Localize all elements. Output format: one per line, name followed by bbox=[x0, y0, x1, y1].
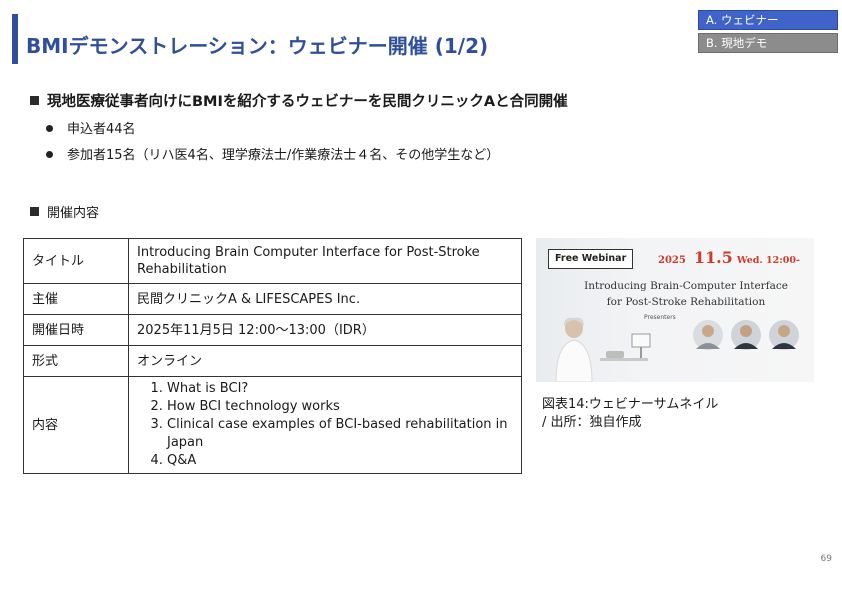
list-item: Clinical case examples of BCI-based reha… bbox=[167, 416, 513, 452]
tag-onsite-demo[interactable]: B. 現地デモ bbox=[698, 33, 838, 53]
table-key-cell: 開催日時 bbox=[23, 314, 129, 346]
table-key-cell: 主催 bbox=[23, 283, 129, 315]
event-details-table: タイトル Introducing Brain Computer Interfac… bbox=[23, 238, 522, 474]
caption-line2: / 出所：独自作成 bbox=[542, 415, 642, 430]
table-value-cell: Introducing Brain Computer Interface for… bbox=[128, 238, 522, 284]
free-webinar-badge: Free Webinar bbox=[548, 249, 634, 269]
table-value-cell: オンライン bbox=[128, 345, 522, 377]
table-key-cell: 内容 bbox=[23, 376, 129, 474]
section-tags: A. ウェビナー B. 現地デモ bbox=[698, 10, 838, 56]
list-item: What is BCI? bbox=[167, 380, 513, 398]
thumbnail-year: 2025 bbox=[658, 255, 686, 266]
table-value-cell: What is BCI? How BCI technology works Cl… bbox=[128, 376, 522, 474]
page-number: 69 bbox=[820, 554, 832, 564]
list-item: Q&A bbox=[167, 452, 513, 470]
table-key-cell: 形式 bbox=[23, 345, 129, 377]
thumbnail-title-line1: Introducing Brain-Computer Interface bbox=[584, 280, 788, 292]
table-value-cell: 民間クリニックA & LIFESCAPES Inc. bbox=[128, 283, 522, 315]
list-item: 参加者15名（リハ医4名、理学療法士/作業療法士４名、その他学生など） bbox=[46, 146, 499, 172]
table-row: 内容 What is BCI? How BCI technology works… bbox=[23, 376, 522, 474]
bullet-participants: 参加者15名（リハ医4名、理学療法士/作業療法士４名、その他学生など） bbox=[67, 148, 500, 163]
table-row: タイトル Introducing Brain Computer Interfac… bbox=[23, 238, 522, 284]
event-details-heading: 開催内容 bbox=[30, 202, 99, 221]
table-value-cell: 2025年11月5日 12:00～13:00（IDR） bbox=[128, 314, 522, 346]
event-details-heading-text: 開催内容 bbox=[47, 206, 100, 221]
bullet-applicants: 申込者44名 bbox=[67, 122, 136, 137]
square-bullet-icon bbox=[30, 207, 39, 216]
dot-bullet-icon bbox=[46, 151, 53, 158]
page-title: BMIデモンストレーション：ウェビナー開催 (1/2) bbox=[26, 34, 489, 58]
thumbnail-month-day: 11.5 bbox=[693, 248, 733, 267]
thumbnail-title: Introducing Brain-Computer Interface for… bbox=[566, 278, 806, 310]
table-row: 主催 民間クリニックA & LIFESCAPES Inc. bbox=[23, 283, 522, 315]
caption-line1: 図表14:ウェビナーサムネイル bbox=[542, 397, 719, 412]
table-row: 開催日時 2025年11月5日 12:00～13:00（IDR） bbox=[23, 314, 522, 346]
main-heading-text: 現地医療従事者向けにBMIを紹介するウェビナーを民間クリニックAと合同開催 bbox=[47, 94, 568, 110]
list-item: 申込者44名 bbox=[46, 120, 499, 146]
table-key-cell: タイトル bbox=[23, 238, 129, 284]
agenda-list: What is BCI? How BCI technology works Cl… bbox=[137, 380, 513, 470]
figure-caption: 図表14:ウェビナーサムネイル / 出所：独自作成 bbox=[542, 396, 718, 432]
dot-bullet-icon bbox=[46, 125, 53, 132]
table-row: 形式 オンライン bbox=[23, 345, 522, 377]
thumbnail-title-line2: for Post-Stroke Rehabilitation bbox=[606, 296, 766, 308]
title-accent-bar bbox=[12, 14, 18, 64]
list-item: How BCI technology works bbox=[167, 398, 513, 416]
thumbnail-scene-illustration bbox=[555, 317, 799, 382]
thumbnail-weekday-time: Wed. 12:00- bbox=[736, 255, 800, 266]
square-bullet-icon bbox=[30, 95, 39, 105]
summary-bullet-list: 申込者44名 参加者15名（リハ医4名、理学療法士/作業療法士４名、その他学生な… bbox=[46, 120, 499, 172]
thumbnail-presenters-label: Presenters bbox=[644, 314, 676, 321]
tag-webinar[interactable]: A. ウェビナー bbox=[698, 10, 838, 30]
main-heading: 現地医療従事者向けにBMIを紹介するウェビナーを民間クリニックAと合同開催 bbox=[30, 90, 568, 111]
